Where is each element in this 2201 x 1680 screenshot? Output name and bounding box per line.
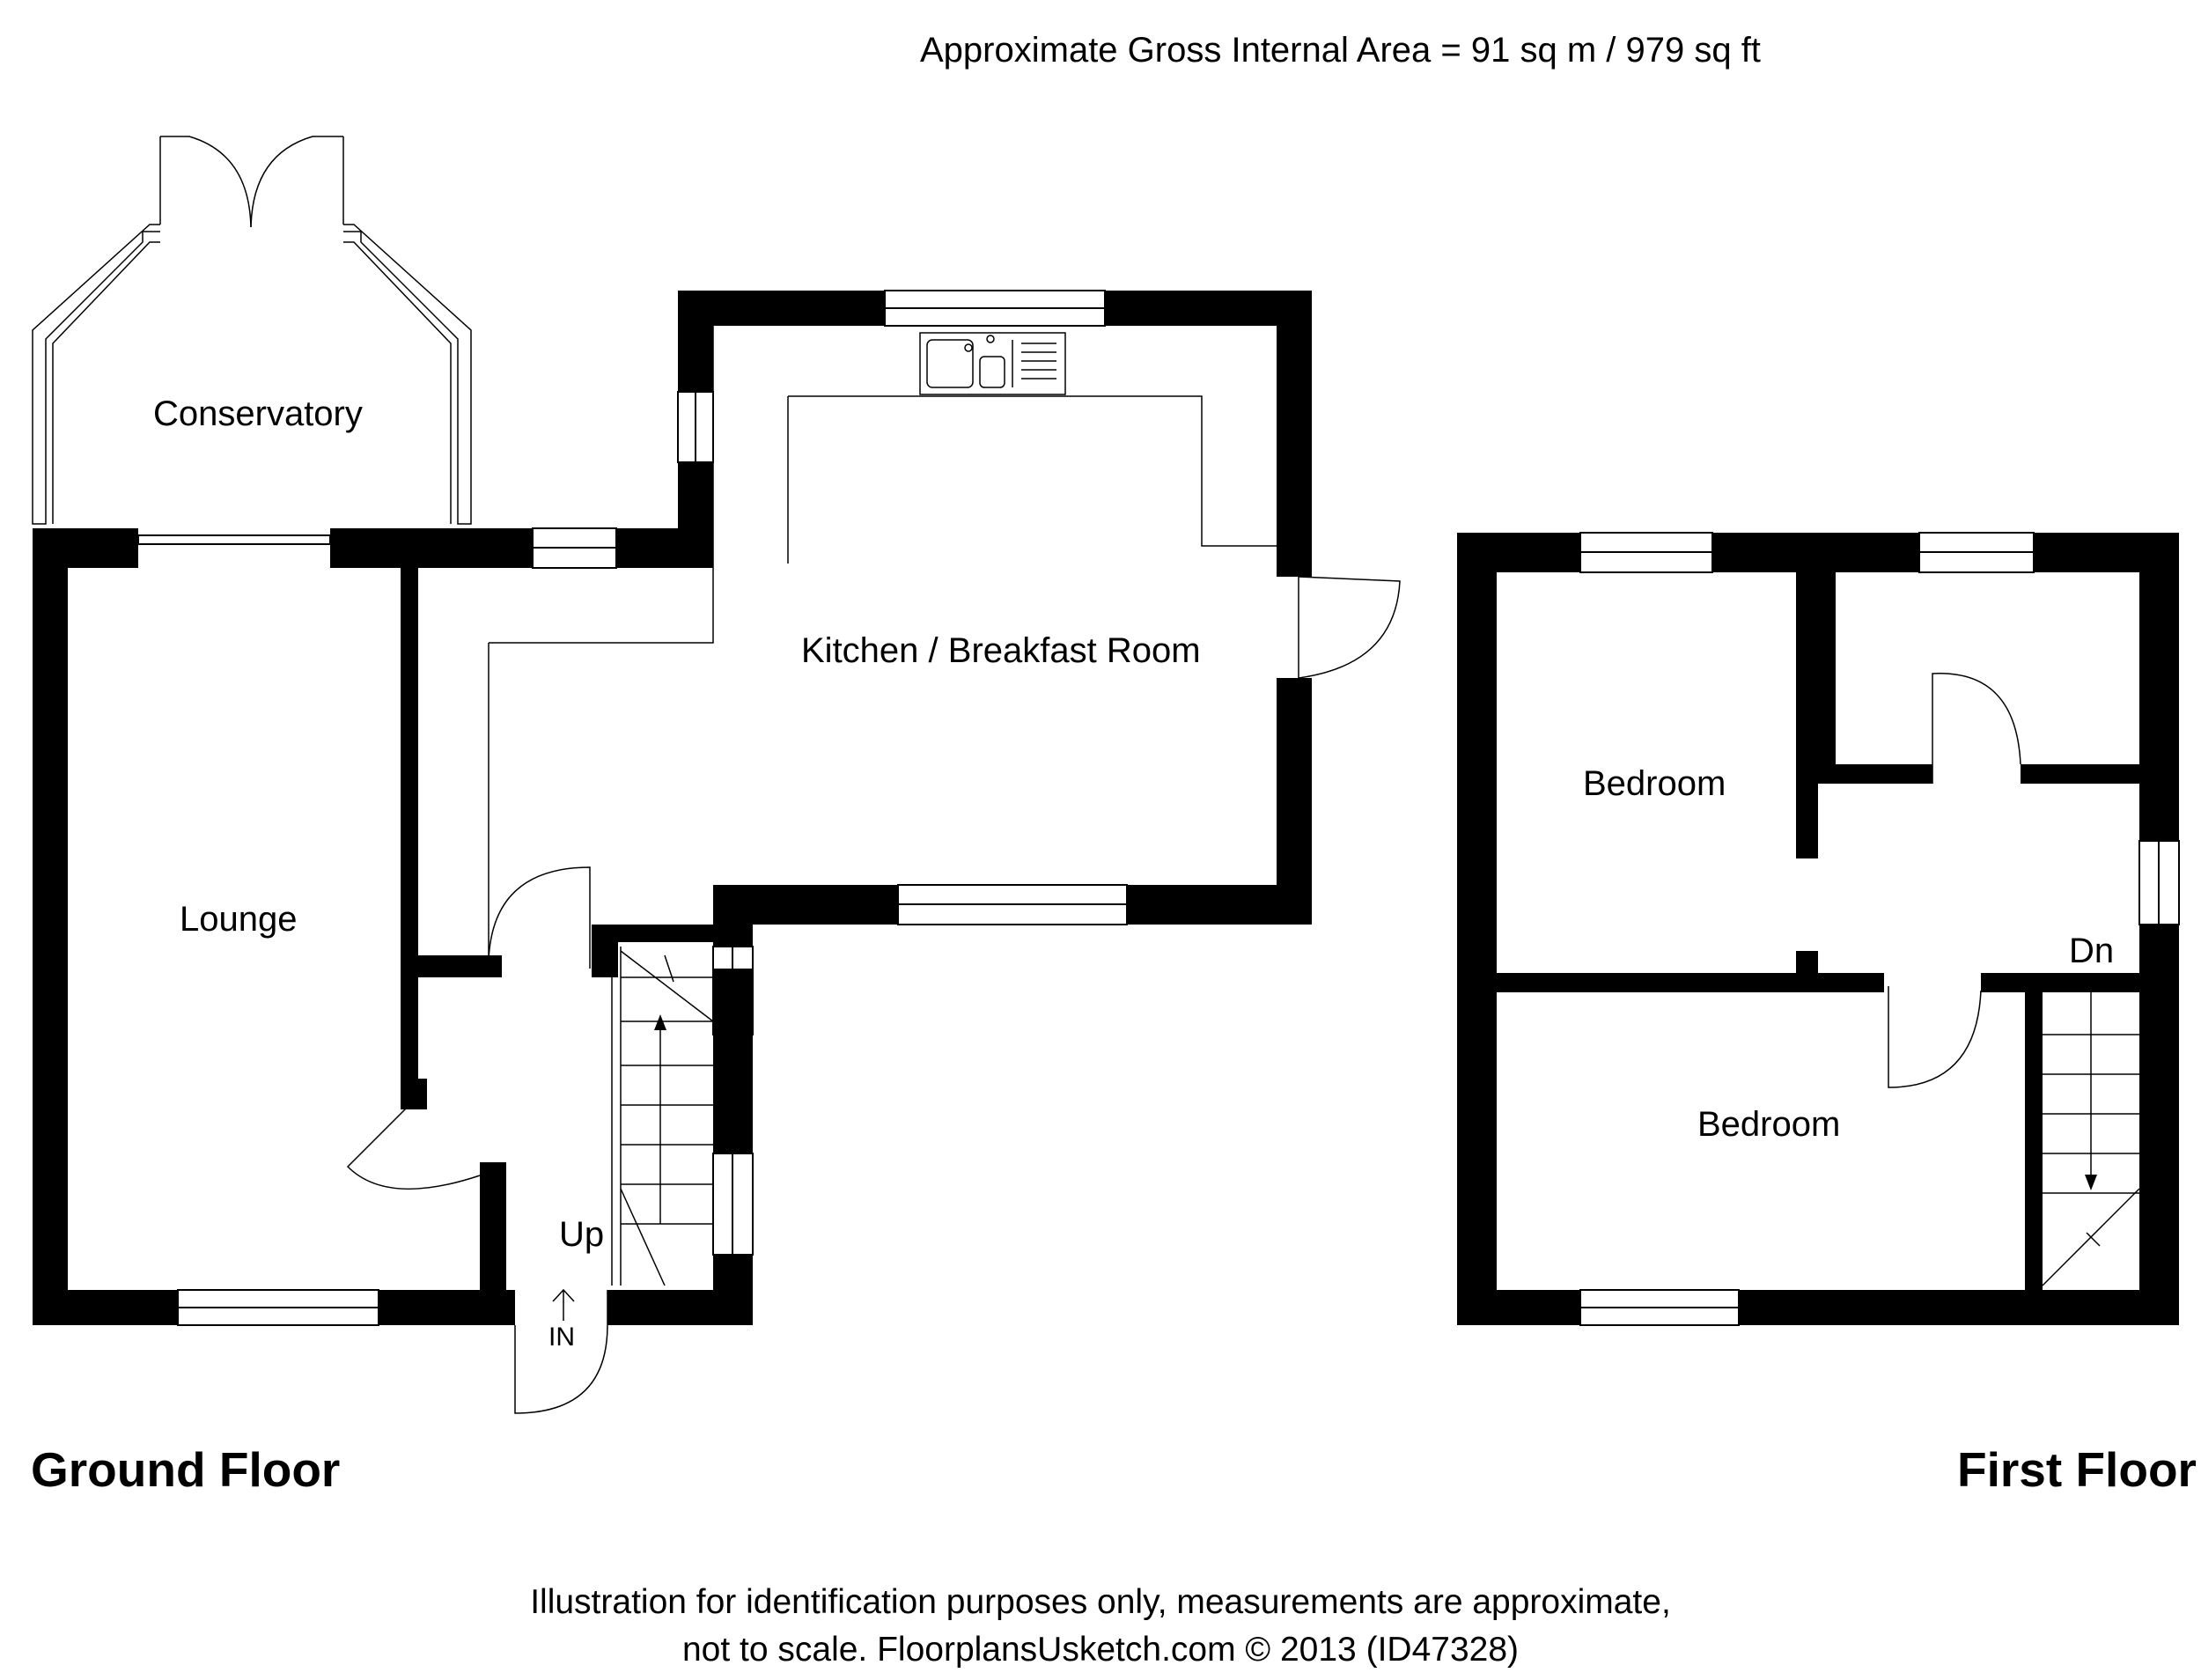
first-floor-title: First Floor: [1957, 1442, 2197, 1497]
first-floor-plan: Bedroom Bedroom Dn First Floor: [1457, 532, 2197, 1497]
stairs-up-label: Up: [559, 1215, 604, 1254]
entrance-label: IN: [548, 1323, 575, 1352]
ground-floor-plan: Conservatory Kitchen / Breakfast Room Lo…: [31, 136, 1401, 1497]
entrance-arrow: [552, 1288, 575, 1321]
conservatory-outline: [32, 136, 472, 525]
ground-floor-title: Ground Floor: [31, 1442, 340, 1497]
kitchen-sink: [919, 332, 1066, 395]
bedroom-door: [1888, 986, 1982, 1088]
area-text: Approximate Gross Internal Area = 91 sq …: [920, 31, 1761, 70]
footer-disclaimer-line-1: Illustration for identification purposes…: [530, 1583, 1671, 1621]
first-stairs: [2042, 982, 2140, 1286]
bathroom-door: [1932, 673, 2021, 784]
lounge-west-wall: [33, 528, 68, 1325]
stairs-down-label: Dn: [2069, 932, 2114, 970]
kitchen-door: [488, 866, 591, 969]
lounge-door: [346, 1100, 481, 1190]
bedroom-1-label: Bedroom: [1583, 764, 1726, 803]
lounge-label: Lounge: [180, 900, 297, 939]
footer-disclaimer-line-2: not to scale. FloorplansUsketch.com © 20…: [682, 1631, 1519, 1669]
kitchen-back-door: [1298, 576, 1401, 679]
front-door: [514, 1324, 608, 1414]
conservatory-label: Conservatory: [153, 394, 363, 433]
bedroom-2-label: Bedroom: [1697, 1105, 1840, 1144]
kitchen-label: Kitchen / Breakfast Room: [801, 631, 1201, 670]
ground-stairs: [611, 942, 714, 1286]
